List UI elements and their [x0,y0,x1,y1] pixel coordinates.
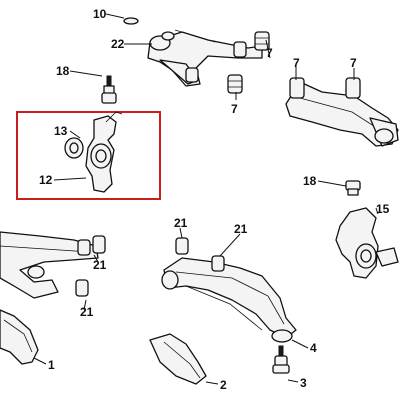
ball-joint-3 [272,345,290,374]
steering-knuckle-12 [85,111,123,193]
bushing-7-mid [227,74,243,94]
upper-control-arm-right [285,77,399,147]
callout-2: 2 [220,378,227,392]
bushing-7-top-right [254,31,270,51]
bushing-7-lower [185,67,199,83]
callout-18-top: 18 [56,64,70,78]
callout-7-right-b: 7 [350,56,357,70]
ball-joint-18-right [345,180,361,196]
callout-4: 4 [310,341,317,355]
callout-12: 12 [39,173,53,187]
knuckle-highlight-box [16,111,161,200]
callout-22: 22 [111,37,125,51]
callout-21-center-left: 21 [174,216,188,230]
callout-labels: 10 22 7 18 7 7 7 13 12 18 15 21 21 21 21… [39,7,390,392]
bushing-7-top-left [233,41,247,58]
callout-21-left-upper: 21 [93,258,107,272]
callout-10: 10 [93,7,107,21]
callout-15: 15 [376,202,390,216]
upper-control-arm-rear [147,29,263,87]
callout-3: 3 [300,376,307,390]
callout-21-center-right: 21 [234,222,248,236]
arm-guard-2 [149,333,207,385]
skid-plate-1 [0,309,39,365]
wheel-bearing-13 [64,137,84,159]
callout-1: 1 [48,358,55,372]
lower-control-arm-left [0,231,106,299]
clip-ring-10 [123,17,139,25]
callout-13: 13 [54,124,68,138]
lower-a-arm-4 [161,237,297,343]
callout-7-mid: 7 [231,102,238,116]
callout-7-top-right: 7 [266,46,273,60]
leader-lines [33,13,379,385]
callout-21-left-lower: 21 [80,305,94,319]
callout-18-right: 18 [303,174,317,188]
callout-7-right-a: 7 [293,56,300,70]
steering-knuckle-15 [335,207,399,279]
ball-joint-18-top [101,75,117,104]
